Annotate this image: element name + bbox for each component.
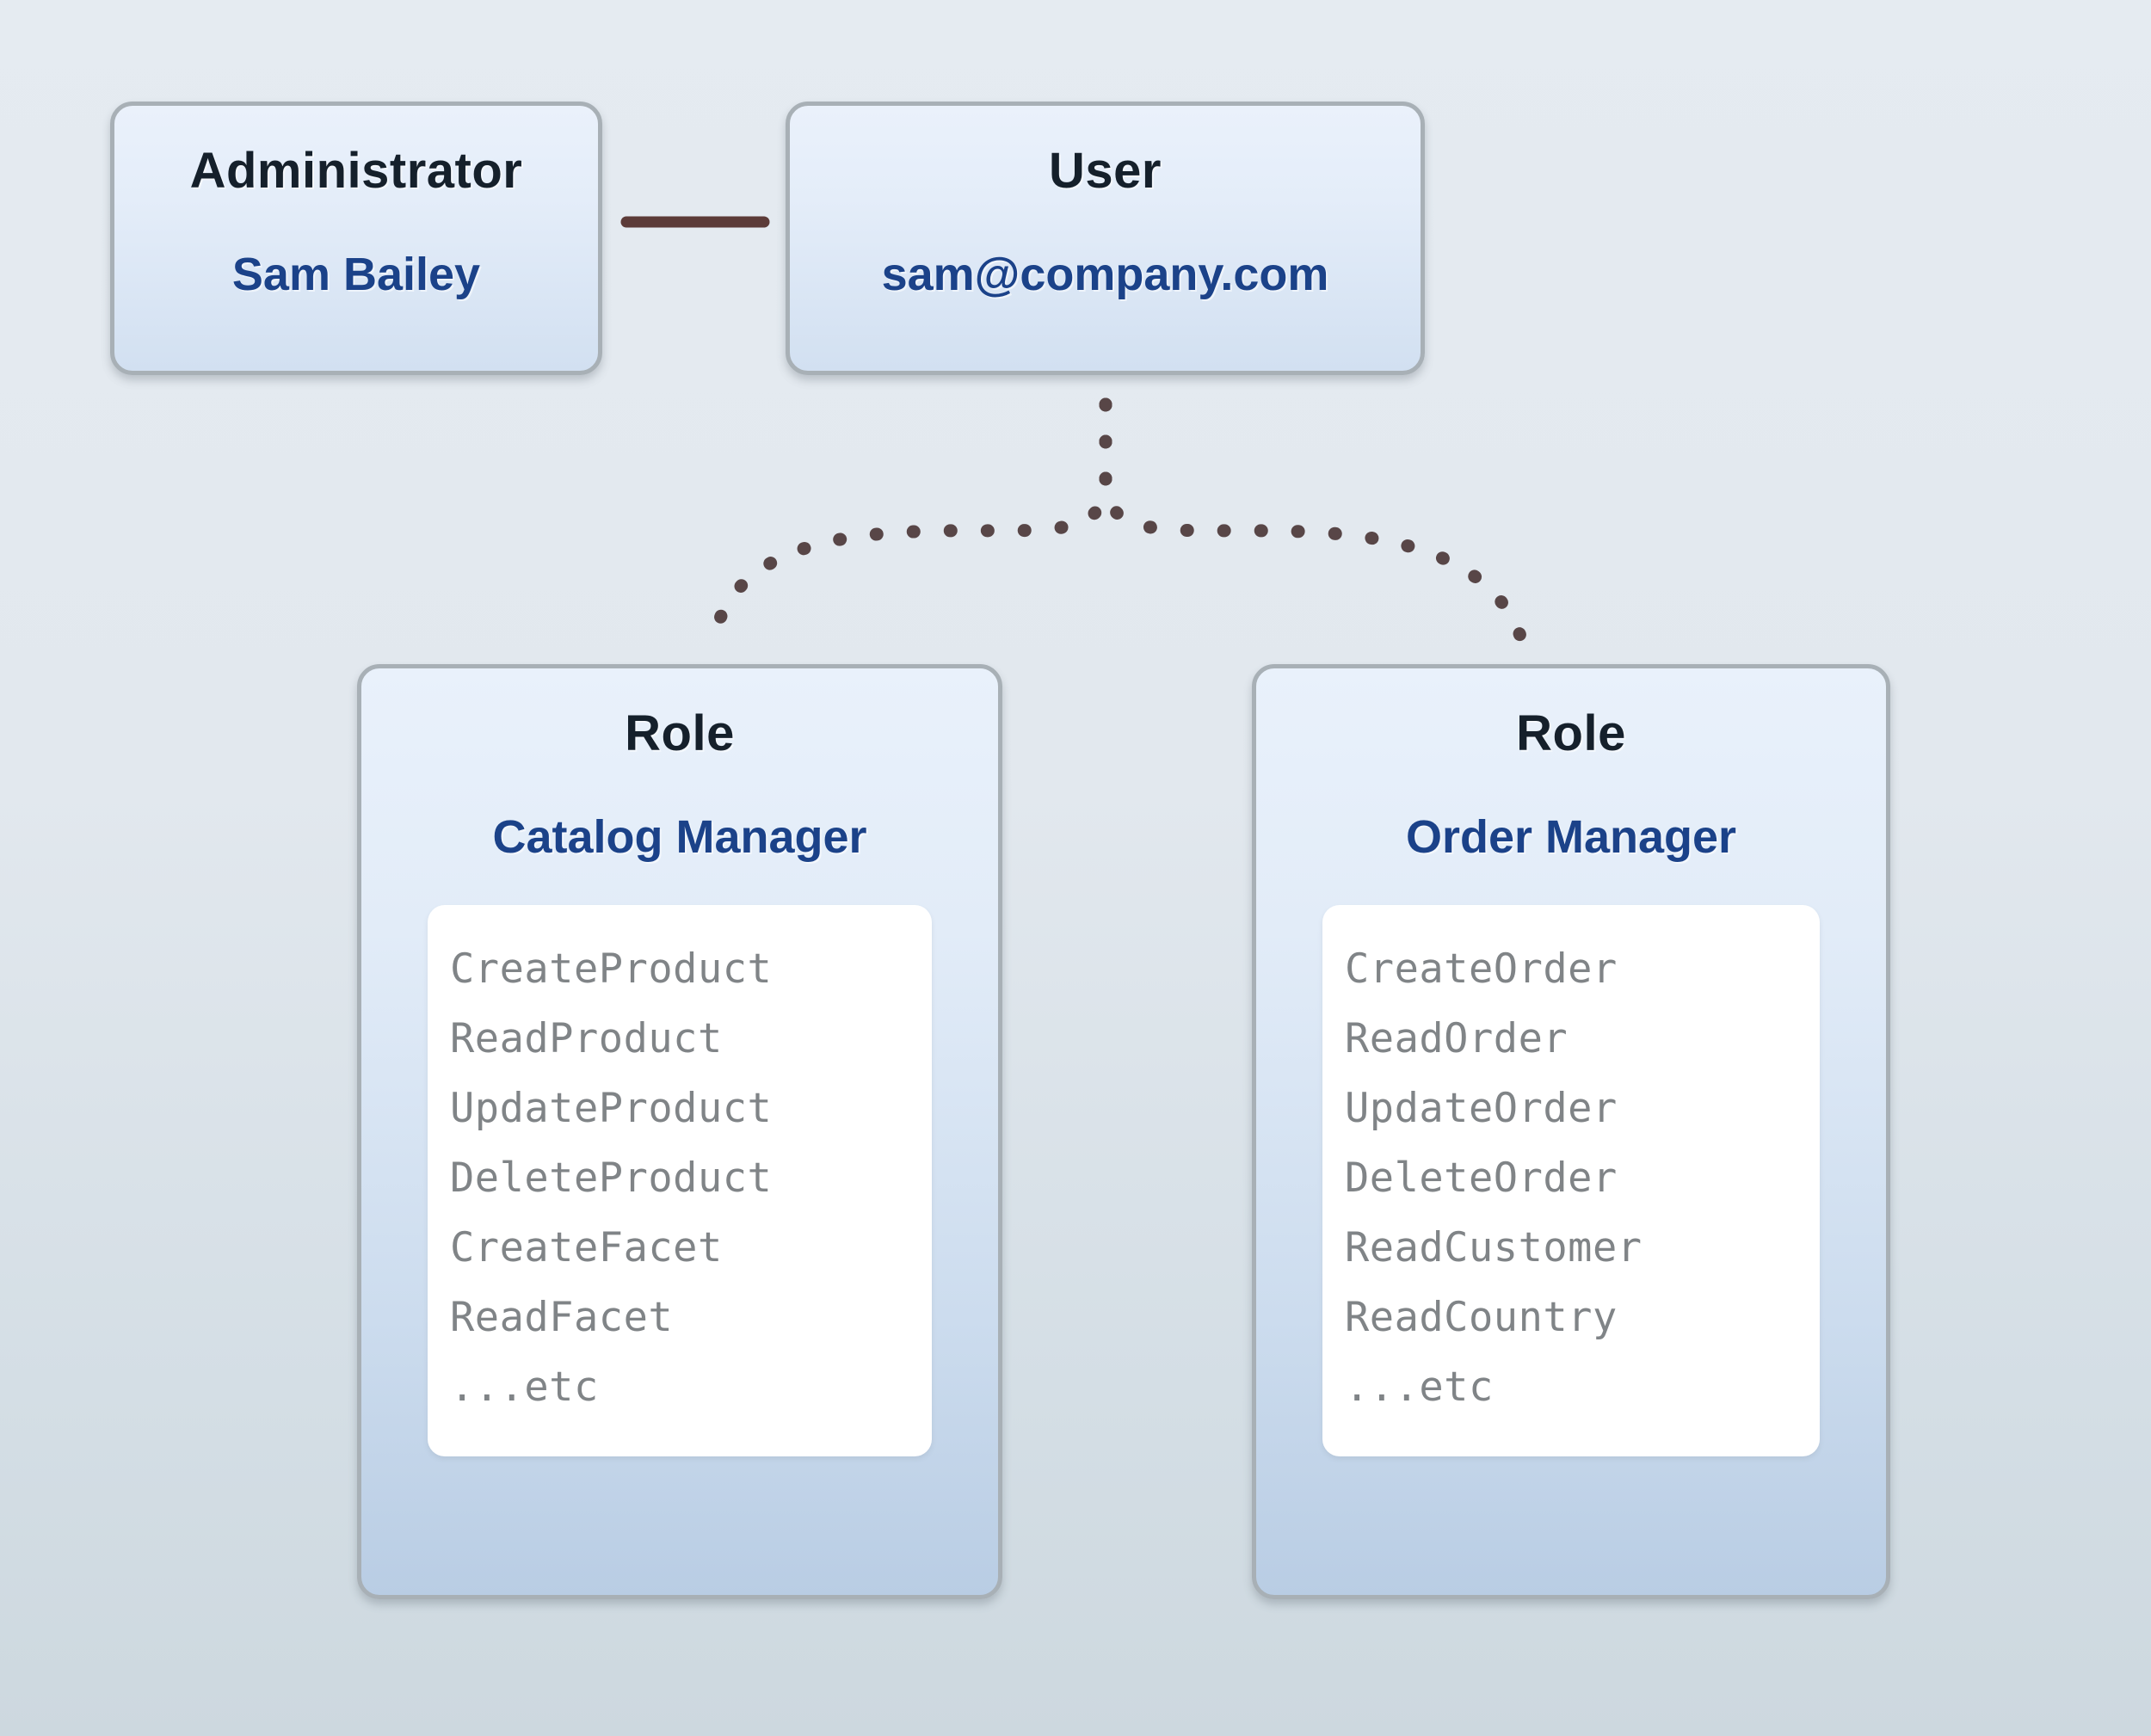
permission-item: UpdateOrder [1345,1085,1618,1132]
permission-item: DeleteProduct [450,1154,773,1202]
user-type-label: User [1049,143,1162,199]
role-order-value-label: Order Manager [1405,811,1737,863]
permission-item: CreateProduct [450,945,773,993]
permission-item: ReadOrder [1345,1015,1569,1062]
permission-item: ...etc [450,1364,599,1411]
permission-item: ReadCustomer [1345,1224,1643,1271]
role-catalog-type-label: Role [625,705,735,761]
permission-item: CreateFacet [450,1224,723,1271]
user-value-label: sam@company.com [881,249,1329,300]
node-administrator[interactable]: Administrator Sam Bailey [110,102,602,375]
link-user-to-role-catalog [706,397,1112,650]
permission-item: ReadCountry [1345,1294,1618,1341]
permission-item: ...etc [1345,1364,1494,1411]
permission-item: ReadFacet [450,1294,674,1341]
administrator-type-label: Administrator [189,143,523,199]
link-user-to-role-order [1099,397,1530,650]
permission-item: ReadProduct [450,1015,723,1062]
permission-item: CreateOrder [1345,945,1618,993]
permission-item: DeleteOrder [1345,1154,1618,1202]
role-catalog-value-label: Catalog Manager [492,811,867,863]
role-order-type-label: Role [1516,705,1626,761]
permission-item: UpdateProduct [450,1085,773,1132]
administrator-value-label: Sam Bailey [231,249,481,300]
node-user[interactable]: User sam@company.com [786,102,1425,375]
